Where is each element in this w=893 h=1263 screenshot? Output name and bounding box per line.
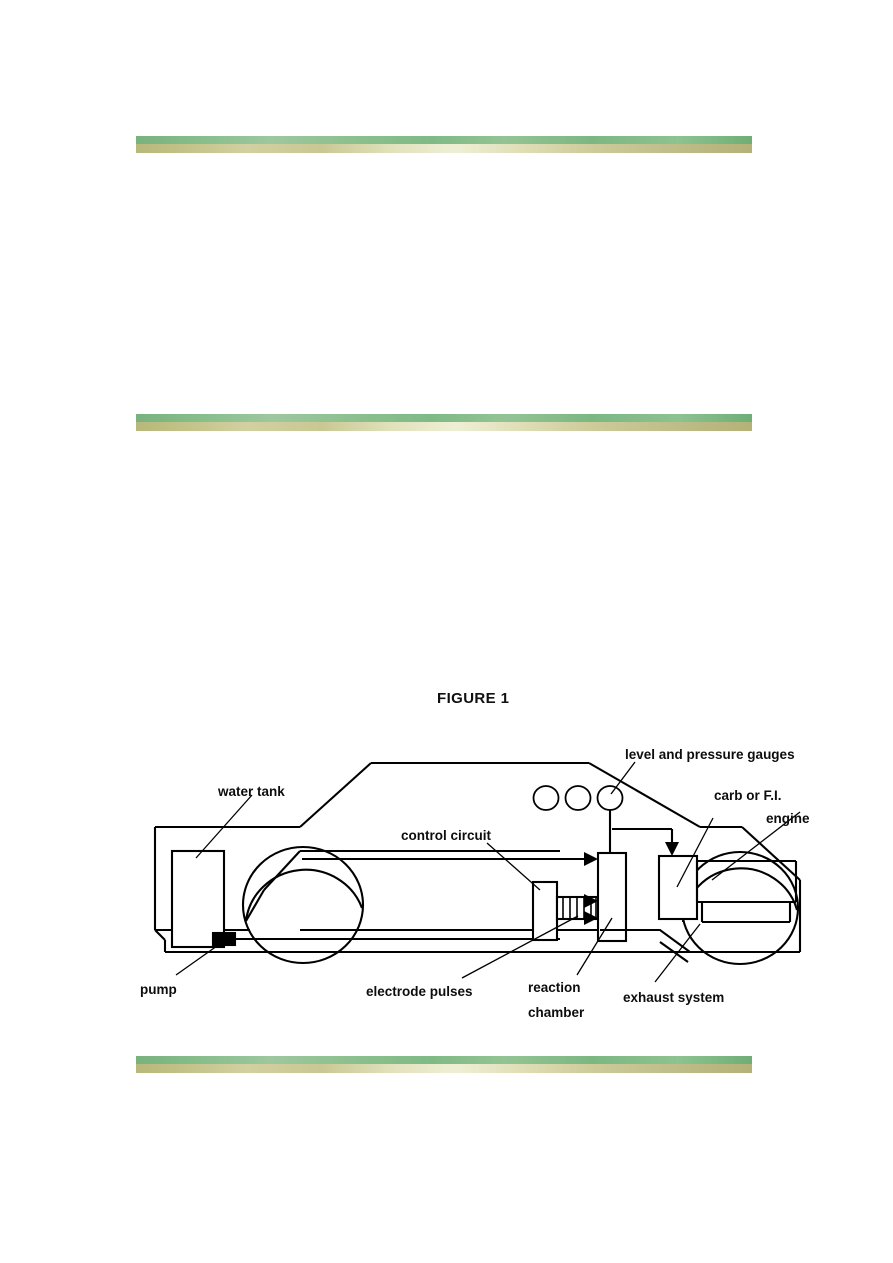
exhaust-system-piping [600,928,691,963]
bottom-rule [136,1056,752,1073]
reaction-chamber-box [596,851,628,943]
figure-diagram: water tank pump control circuit electrod… [140,747,810,1020]
leader-control-circuit [486,842,541,891]
water-tank-box [170,849,226,949]
carb-fi-box [657,854,699,921]
bottom-rule-green-band [136,1056,752,1064]
leader-gauges [610,761,636,795]
leader-engine [711,811,801,881]
bottom-rule-gold-band [136,1064,752,1073]
label-control-circuit: control circuit [401,828,492,843]
engine-block [695,859,798,924]
label-electrode-pulses: electrode pulses [366,984,473,999]
wheel-arches [244,867,799,923]
chamber-inlet-arrows [584,852,598,925]
leader-reaction-chamber [576,917,613,976]
label-carb-engine-line2: engine [766,811,810,826]
top-rule [136,136,752,153]
leader-pump [175,940,225,976]
label-pump: pump [140,982,177,997]
front-wheel [241,845,365,965]
middle-rule-green-band [136,414,752,422]
label-reaction-chamber-line2: chamber [528,1005,585,1020]
chamber-to-carb-line [612,827,679,856]
figure-block: FIGURE 1 [0,690,893,1040]
middle-rule [136,414,752,431]
top-rule-gold-band [136,144,752,153]
label-water-tank: water tank [217,784,285,799]
label-level-and-pressure-gauges: level and pressure gauges [625,747,795,762]
label-reaction-chamber-line1: reaction [528,980,581,995]
label-exhaust-system: exhaust system [623,990,724,1005]
car-body-outline [153,761,802,954]
control-circuit-box [531,880,559,942]
middle-rule-gold-band [136,422,752,431]
pump-block [211,931,237,947]
level-and-pressure-gauges [532,785,624,853]
leader-lines [175,761,801,983]
label-carb-engine-line1: carb or F.I. [714,788,782,803]
figure-title: FIGURE 1 [437,690,510,707]
leader-exhaust [654,923,701,983]
leader-carb [676,817,714,888]
top-rule-green-band [136,136,752,144]
leader-electrode-pulses [461,915,579,979]
leader-water-tank [195,794,253,859]
